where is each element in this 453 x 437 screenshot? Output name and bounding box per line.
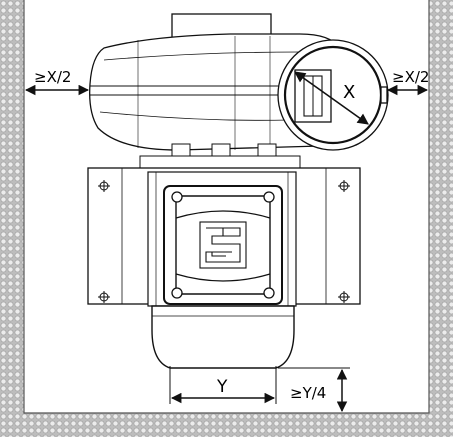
label-right-clearance: ≥X/2 — [392, 68, 429, 86]
label-y: Y — [216, 377, 228, 397]
left-wall — [0, 0, 24, 437]
label-x: X — [343, 82, 355, 103]
label-left-clearance: ≥X/2 — [34, 68, 71, 86]
brand-logo — [199, 221, 247, 269]
dimension-right-clearance: ≥X/2 — [386, 68, 429, 96]
motor-can — [151, 305, 295, 369]
dimension-bottom-clearance: ≥Y/4 — [278, 367, 350, 413]
bottom-wall — [0, 413, 453, 437]
blower-unit — [87, 13, 389, 369]
mounting-studs — [139, 143, 301, 169]
terminal-box — [163, 185, 283, 305]
right-wall — [429, 0, 453, 437]
outlet-port — [277, 39, 389, 151]
dimension-left-clearance: ≥X/2 — [24, 68, 90, 96]
dimension-x: X — [294, 71, 369, 125]
label-bottom-clearance: ≥Y/4 — [290, 384, 326, 402]
dimension-y: Y — [169, 366, 277, 404]
